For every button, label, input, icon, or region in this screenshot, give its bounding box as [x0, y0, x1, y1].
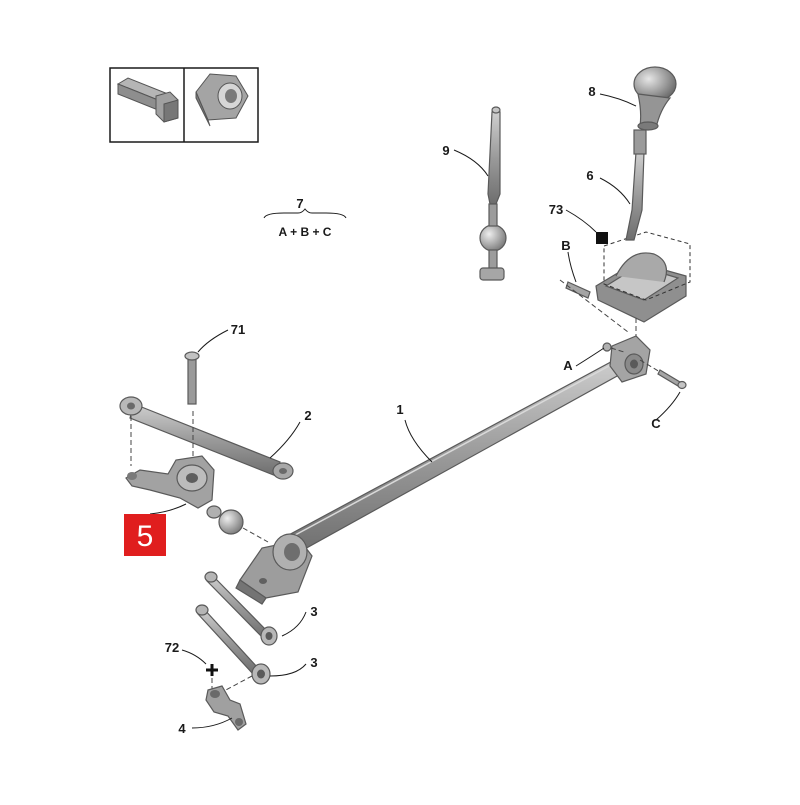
part-1-shift-rod [282, 355, 629, 557]
callout-73-label: 73 [549, 202, 563, 217]
callout-3-upper-label: 3 [310, 604, 317, 619]
ball-joint [218, 509, 269, 543]
bolt-icon [116, 77, 179, 123]
callout-7-kit: 7 A + B + C [263, 196, 347, 239]
part-A-washer [602, 342, 625, 353]
nut-icon [195, 73, 249, 127]
callout-1-label: 1 [396, 402, 403, 417]
part-C-screw [639, 359, 687, 390]
callout-labels: 1 2 3 3 4 6 8 9 71 72 73 A B C [165, 84, 662, 736]
callout-5-label: 5 [137, 520, 154, 553]
part-71-bolt [184, 351, 200, 405]
part-73-lever-housing [595, 231, 691, 336]
part-B-pin [559, 279, 629, 333]
callout-71-label: 71 [231, 322, 245, 337]
callout-4-label: 4 [178, 721, 186, 736]
callout-72-label: 72 [165, 640, 179, 655]
part-73-marker [596, 232, 608, 244]
fastener-legend-box [109, 67, 259, 143]
callout-3-lower-label: 3 [310, 655, 317, 670]
callout-5-highlight: 5 [124, 514, 166, 556]
callout-5-badge [124, 514, 166, 556]
part-4-lever [205, 685, 247, 731]
callout-C-label: C [651, 416, 661, 431]
part-6-gear-lever [625, 129, 647, 241]
callout-7-formula: A + B + C [279, 225, 332, 239]
callout-6-label: 6 [586, 168, 593, 183]
callout-7-label: 7 [296, 196, 303, 211]
part-3-upper-link-rod [204, 571, 278, 646]
part-9-selector-rod [479, 106, 507, 281]
part-5-support-bracket [125, 455, 222, 519]
part-2-reaction-rod [119, 396, 294, 480]
part-8-gear-knob [633, 66, 677, 131]
callout-A-label: A [563, 358, 573, 373]
callout-9-label: 9 [442, 143, 449, 158]
part-3-lower-link-rod [195, 604, 271, 693]
callout-2-label: 2 [304, 408, 311, 423]
leader-lines [149, 93, 681, 729]
callout-B-label: B [561, 238, 570, 253]
callout-8-label: 8 [588, 84, 595, 99]
part-72-fastener [206, 664, 218, 690]
rod-front-bracket [235, 533, 313, 605]
